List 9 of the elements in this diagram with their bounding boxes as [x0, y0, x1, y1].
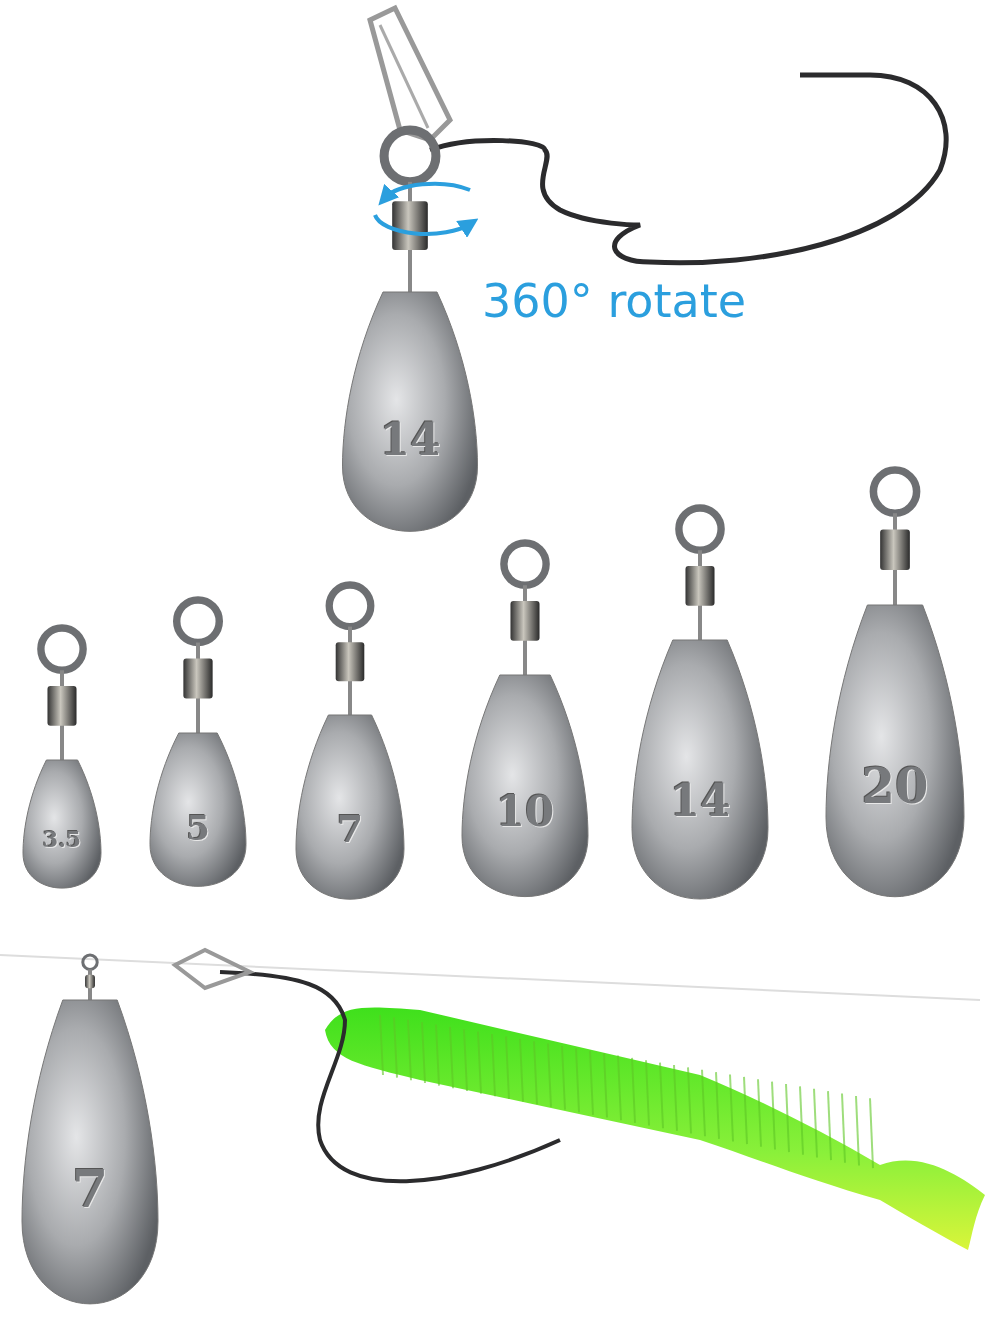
weight-number: 7 — [336, 810, 364, 849]
weight-number: 5 — [186, 811, 210, 846]
rotation-label: 360° rotate — [482, 278, 747, 324]
weight-number: 14 — [379, 418, 441, 463]
weight-number: 10 — [495, 791, 555, 834]
weight-number: 20 — [861, 761, 929, 810]
weight-number: 7 — [71, 1162, 109, 1215]
weight-number: 14 — [669, 778, 731, 823]
weight-number: 3.5 — [42, 828, 82, 851]
